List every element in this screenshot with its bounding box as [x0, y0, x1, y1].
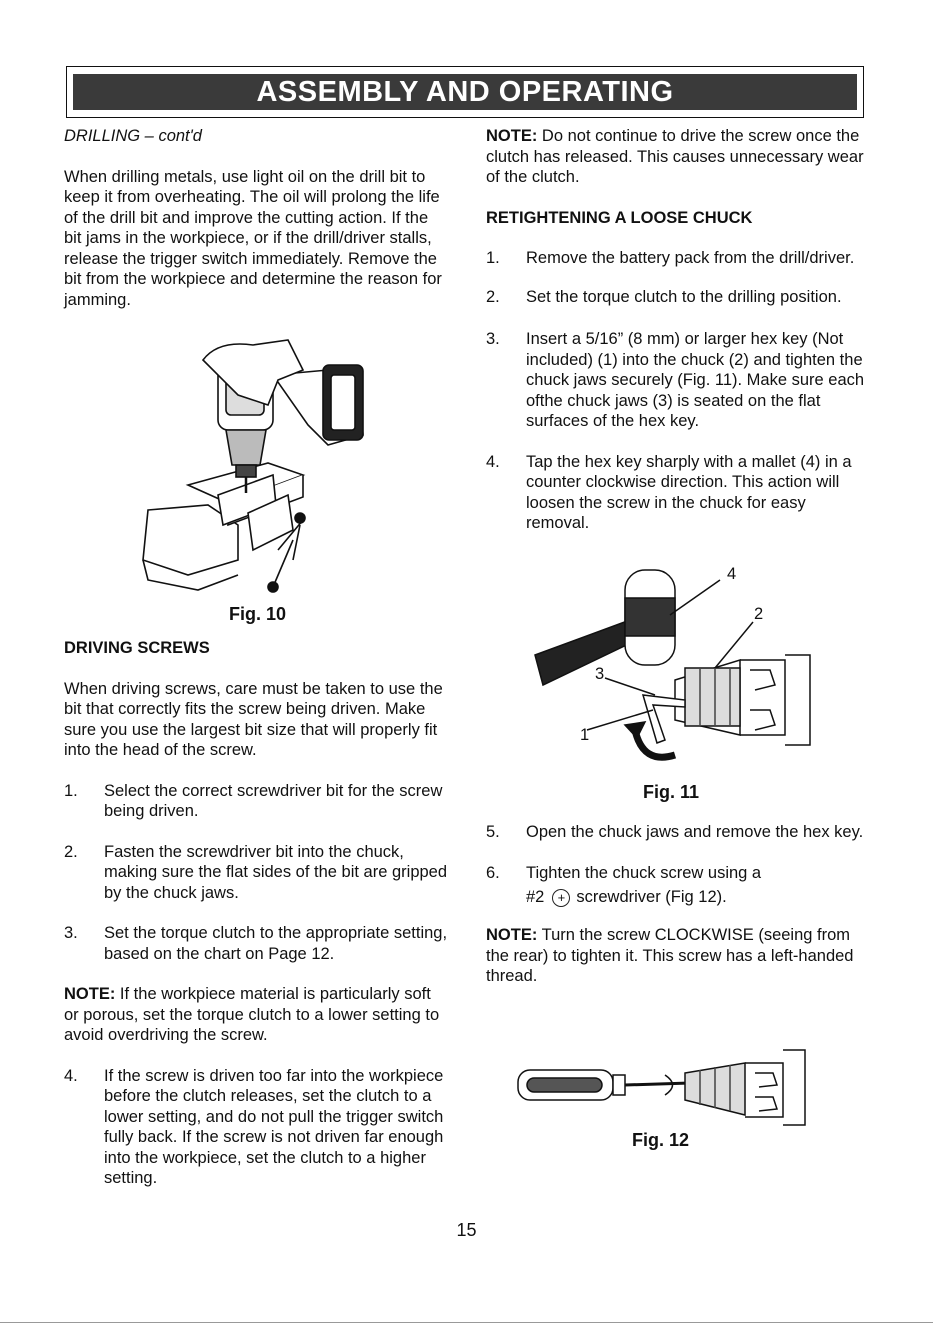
- right-step-6: 6. Tighten the chuck screw using a #2 + sc…: [486, 863, 871, 912]
- step-text: Set the torque clutch to the drilling po…: [526, 287, 842, 306]
- drilling-paragraph: When drilling metals, use light oil on t…: [64, 167, 442, 309]
- bit-size: #2: [526, 888, 545, 906]
- step-number: 3.: [64, 924, 78, 942]
- retightening-heading: RETIGHTENING A LOOSE CHUCK: [486, 208, 753, 227]
- right-step-5: 5. Open the chuck jaws and remove the he…: [486, 822, 871, 843]
- step-number: 1.: [486, 249, 500, 267]
- step-number: 1.: [64, 781, 78, 800]
- header-frame: ASSEMBLY AND OPERATING: [66, 66, 864, 118]
- right-column-lower: 5. Open the chuck jaws and remove the he…: [486, 822, 871, 987]
- fig12-screwdriver-chuck-illustration: [517, 1049, 806, 1126]
- note-text: If the workpiece material is particularl…: [64, 985, 440, 1044]
- step-text: Set the torque clutch to the appropriate…: [104, 924, 448, 963]
- step-number: 2.: [486, 287, 500, 306]
- drilling-subtitle: DRILLING – cont'd: [64, 127, 202, 145]
- step-text: Tap the hex key sharply with a mallet (4…: [526, 452, 852, 533]
- step-number: 4.: [64, 1066, 78, 1085]
- fig11-label-1: 1: [580, 726, 590, 744]
- step-number: 4.: [486, 452, 500, 471]
- right-step-1: 1. Remove the battery pack from the dril…: [486, 248, 871, 269]
- fig11-label-4: 4: [727, 565, 737, 583]
- step-text-line2: screwdriver (Fig 12).: [576, 888, 727, 906]
- note-label: NOTE:: [486, 926, 538, 944]
- step-text-line1: Tighten the chuck screw using a: [526, 863, 762, 882]
- right-step-2: 2. Set the torque clutch to the drilling…: [486, 287, 871, 308]
- page-number: 15: [456, 1220, 477, 1240]
- thread-note: NOTE: Turn the screw CLOCKWISE (seeing f…: [486, 925, 871, 987]
- fig11-caption: Fig. 11: [643, 782, 700, 802]
- right-step-3: 3. Insert a 5/16” (8 mm) or larger hex k…: [486, 329, 871, 432]
- workpiece-note: NOTE: If the workpiece material is parti…: [64, 984, 449, 1046]
- page-title: ASSEMBLY AND OPERATING: [73, 74, 857, 110]
- step-number: 2.: [64, 842, 78, 861]
- step-text: Open the chuck jaws and remove the hex k…: [526, 823, 864, 841]
- note-label: NOTE:: [64, 985, 116, 1003]
- note-label: NOTE:: [486, 127, 538, 145]
- left-step-3: 3. Set the torque clutch to the appropri…: [64, 923, 449, 964]
- left-step-1: 1. Select the correct screwdriver bit fo…: [64, 781, 449, 822]
- step-number: 6.: [486, 863, 500, 882]
- step-text: Insert a 5/16” (8 mm) or larger hex key …: [526, 330, 865, 430]
- driving-paragraph: When driving screws, care must be taken …: [64, 679, 443, 760]
- note-text: Turn the screw CLOCKWISE (seeing from th…: [486, 926, 854, 985]
- fig11-label-3: 3: [595, 665, 605, 683]
- step-number: 5.: [486, 823, 500, 841]
- bottom-rule: [0, 1322, 933, 1323]
- clutch-note: NOTE: Do not continue to drive the screw…: [486, 126, 871, 188]
- fig11-label-2: 2: [754, 605, 764, 623]
- right-step-4: 4. Tap the hex key sharply with a mallet…: [486, 452, 871, 534]
- step-text: Fasten the screwdriver bit into the chuc…: [104, 842, 448, 902]
- left-column: DRILLING – cont'd When drilling metals, …: [64, 126, 449, 310]
- right-column: NOTE: Do not continue to drive the screw…: [486, 126, 871, 534]
- left-step-4: 4. If the screw is driven too far into t…: [64, 1066, 449, 1189]
- fig10-caption: Fig. 10: [229, 604, 287, 624]
- fig12-caption: Fig. 12: [632, 1130, 690, 1150]
- phillips-head-icon: +: [552, 888, 571, 907]
- driving-section: DRIVING SCREWS When driving screws, care…: [64, 638, 449, 1189]
- fig11-mallet-hexkey-illustration: [534, 569, 811, 761]
- step-text: Select the correct screwdriver bit for t…: [104, 781, 443, 821]
- step-text: Remove the battery pack from the drill/d…: [526, 249, 855, 267]
- driving-screws-heading: DRIVING SCREWS: [64, 639, 210, 657]
- step-text: If the screw is driven too far into the …: [104, 1066, 444, 1188]
- note-text: Do not continue to drive the screw once …: [486, 127, 864, 186]
- step-number: 3.: [486, 330, 500, 348]
- left-step-2: 2. Fasten the screwdriver bit into the c…: [64, 842, 449, 904]
- fig10-drill-vise-illustration: [142, 339, 364, 593]
- step-text: Tighten the chuck screw using a #2 + screw…: [526, 863, 871, 912]
